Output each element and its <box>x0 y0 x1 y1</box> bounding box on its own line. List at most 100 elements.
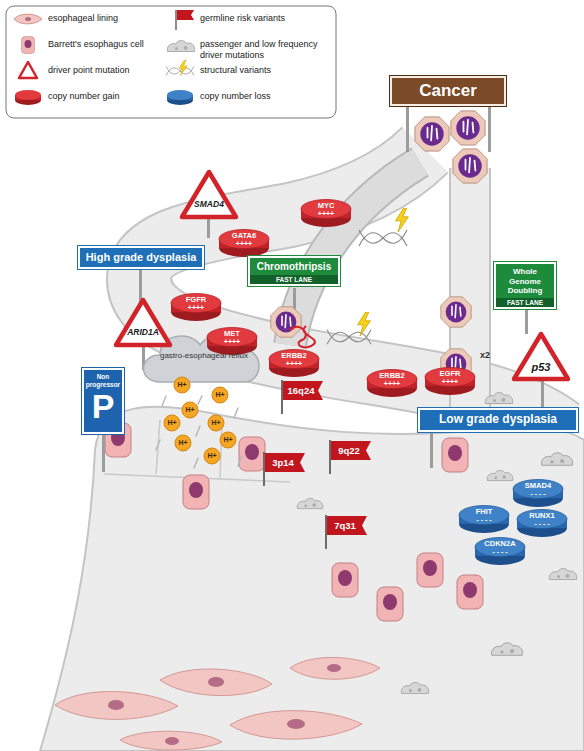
rain <box>234 408 238 418</box>
cancer-cell <box>441 297 471 327</box>
risk-flag-outline <box>325 515 327 549</box>
passenger-mutation-rock <box>485 393 512 404</box>
copy-gain-disc-outline <box>219 230 269 249</box>
legend-icon <box>15 90 41 100</box>
warning-triangle-outline <box>510 330 572 382</box>
barrett-cell <box>332 563 358 597</box>
text-holder: ChromothripsisFAST LANE <box>250 258 338 284</box>
legend-text: germline risk variants <box>200 13 330 24</box>
structural-variant <box>359 230 407 246</box>
road-sign-text: Cancer <box>392 78 504 104</box>
proton-label: H+ <box>174 438 192 448</box>
legend-icon <box>19 62 37 78</box>
proton-circle <box>164 377 236 464</box>
copy-gain-disc: ERBB2++++ <box>366 368 418 398</box>
legend-entry: esophageal lining <box>48 13 158 24</box>
legend-icon <box>14 10 195 105</box>
road <box>290 162 420 345</box>
legend-box <box>6 6 336 118</box>
rain <box>238 456 242 466</box>
rain <box>156 440 160 450</box>
proton-circle <box>175 435 191 451</box>
text-holder: 7q31 <box>328 516 362 535</box>
text-holder: FGFR++++ <box>171 295 221 312</box>
risk-flag-outline <box>329 440 331 474</box>
text-holder: ERBB2++++ <box>367 371 417 388</box>
proton-circle <box>220 432 236 448</box>
copy-loss-disc-outline <box>517 510 567 529</box>
proton-circle <box>204 448 220 464</box>
esophageal-lining <box>108 700 124 710</box>
legend-text: driver point mutation <box>48 65 158 76</box>
legend-entry: copy number loss <box>200 91 330 102</box>
copy-loss-disc-text: - - - - <box>517 520 567 528</box>
warning-triangle-text: ARID1A <box>120 327 166 337</box>
proton-label: H+ <box>203 451 221 461</box>
rain <box>198 396 202 404</box>
sign-post <box>406 106 409 152</box>
warning-triangle-outline <box>182 172 236 217</box>
sign-post <box>293 288 296 310</box>
warning-triangle: SMAD4 <box>178 168 240 220</box>
copy-loss-disc: FHIT- - - - <box>458 504 510 534</box>
parking-lines <box>104 420 290 482</box>
risk-flag-text: 7q31 <box>328 516 362 535</box>
copy-loss-disc-text: - - - - <box>513 490 563 498</box>
legend-icon <box>175 10 177 30</box>
road-sign-text: High grade dysplasia <box>80 248 202 267</box>
road-sign-text: FAST LANE <box>250 275 338 284</box>
text-holder: ERBB2++++ <box>269 351 319 368</box>
warning-triangle-text: p53 <box>518 361 564 373</box>
copy-gain-disc-text: FGFR <box>171 295 221 304</box>
warning-triangle: p53 <box>510 330 572 382</box>
esophageal-lining <box>120 731 222 750</box>
legend-text: Barrett's esophagus cell <box>48 39 158 50</box>
copy-gain-disc: MYC++++ <box>300 198 352 228</box>
copy-gain-disc: EGFR++++ <box>424 366 476 396</box>
proton-label: H+ <box>207 418 225 428</box>
proton-circle <box>174 377 190 393</box>
text-holder: 16q24 <box>284 381 318 400</box>
copy-gain-disc-outline <box>367 370 417 389</box>
esophageal-lining <box>287 719 305 729</box>
esophageal-lining <box>230 711 362 740</box>
risk-flag-outline <box>327 516 367 535</box>
road <box>40 407 584 751</box>
barrett-cell <box>442 438 468 472</box>
parking-sign-text: Non progressor <box>84 373 122 388</box>
copy-gain-disc-outline <box>425 368 475 387</box>
legend-text: passenger and low frequency driver mutat… <box>200 39 330 61</box>
copy-gain-disc-text: ++++ <box>367 380 417 388</box>
road-sign: Cancer <box>390 76 506 106</box>
legend-entry: passenger and low frequency driver mutat… <box>200 39 330 61</box>
proton-label: H+ <box>173 380 191 390</box>
copy-gain-disc-outline <box>301 200 351 219</box>
text-holder: Cancer <box>392 78 504 104</box>
legend-entry: driver point mutation <box>48 65 158 76</box>
copy-gain-disc-text: ERBB2 <box>367 371 417 380</box>
copy-gain-disc-outline <box>171 294 221 313</box>
barrett-cell <box>239 437 265 471</box>
legend-entry: Barrett's esophagus cell <box>48 39 158 50</box>
passenger-mutation-rock <box>401 683 428 694</box>
passenger-mutation-rock <box>541 453 572 465</box>
parking-lines <box>156 420 160 474</box>
copy-gain-disc-outline <box>207 328 257 347</box>
esophageal-lining <box>55 657 380 750</box>
risk-flag: 9q22 <box>328 440 372 474</box>
rain <box>196 426 200 436</box>
risk-flag-text: 3p14 <box>266 453 300 472</box>
copy-gain-disc: FGFR++++ <box>170 292 222 322</box>
proton-circle <box>212 387 228 403</box>
road <box>290 162 420 345</box>
text-holder: 3p14 <box>266 453 300 472</box>
legend-icon <box>25 17 31 21</box>
barrett-cell <box>417 553 443 587</box>
cancer-cell <box>453 149 487 183</box>
text-holder: SMAD4 <box>186 199 232 209</box>
doubling-label: x2 <box>480 350 500 361</box>
road-sign: ChromothripsisFAST LANE <box>248 256 340 286</box>
text-holder: High grade dysplasia <box>80 248 202 267</box>
proton-label: H+ <box>211 390 229 400</box>
road-sign-text: Chromothripsis <box>250 258 338 275</box>
